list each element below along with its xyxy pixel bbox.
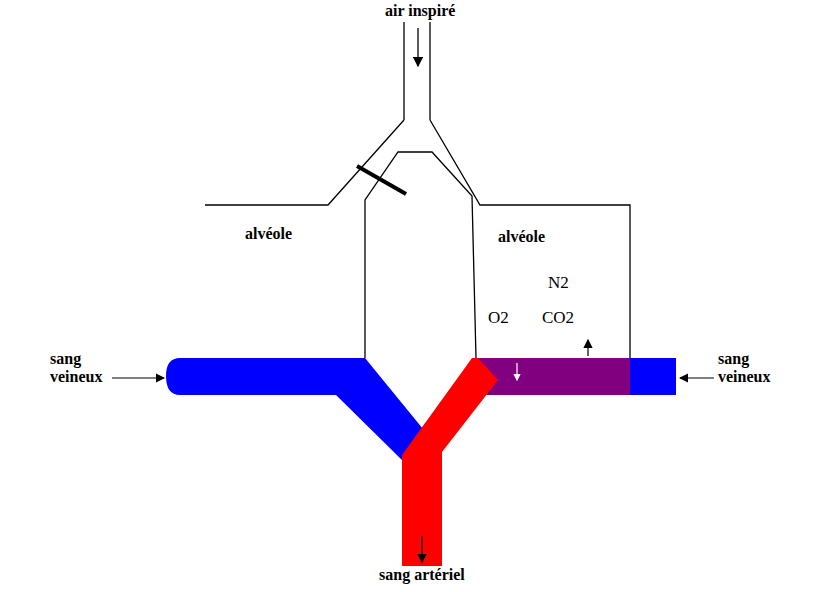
text-holder: air inspiré [385, 2, 455, 20]
obstruction [357, 166, 406, 194]
text-holder: alvéole [245, 225, 292, 243]
airflow-label: air inspiré [385, 2, 455, 20]
flow-arrow [421, 536, 422, 562]
airway [205, 22, 630, 358]
venous-vessel [630, 358, 676, 395]
capillary [478, 358, 630, 395]
co2-arrow [587, 340, 588, 356]
vessel-label: sang artériel [379, 566, 465, 584]
text-holder: CO2 [542, 308, 574, 328]
flow-arrow [112, 377, 164, 378]
airflow-arrow [417, 28, 418, 66]
gas-label: CO2 [542, 308, 574, 328]
alveolus: alvéole [205, 205, 365, 358]
gas-label: O2 [488, 308, 509, 328]
gas-label: N2 [548, 273, 569, 293]
venous-vessel [166, 358, 432, 462]
alveolus: alvéoleN2O2 CO2 [476, 205, 630, 358]
alveolus-label: alvéole [498, 228, 545, 246]
vessel-label: sang veineux [50, 350, 130, 387]
text-holder: sang veineux [50, 350, 130, 387]
text-holder: sang veineux [718, 350, 798, 387]
text-holder: sang artériel [379, 566, 465, 584]
text-holder: N2 [548, 273, 569, 293]
alveolus-label: alvéole [245, 225, 292, 243]
text-holder: O2 [488, 308, 509, 328]
flow-arrow [680, 377, 714, 378]
text-holder: alvéole [498, 228, 545, 246]
arterial-vessel [402, 358, 498, 566]
vessel-label: sang veineux [718, 350, 798, 387]
o2-arrow [516, 363, 517, 380]
